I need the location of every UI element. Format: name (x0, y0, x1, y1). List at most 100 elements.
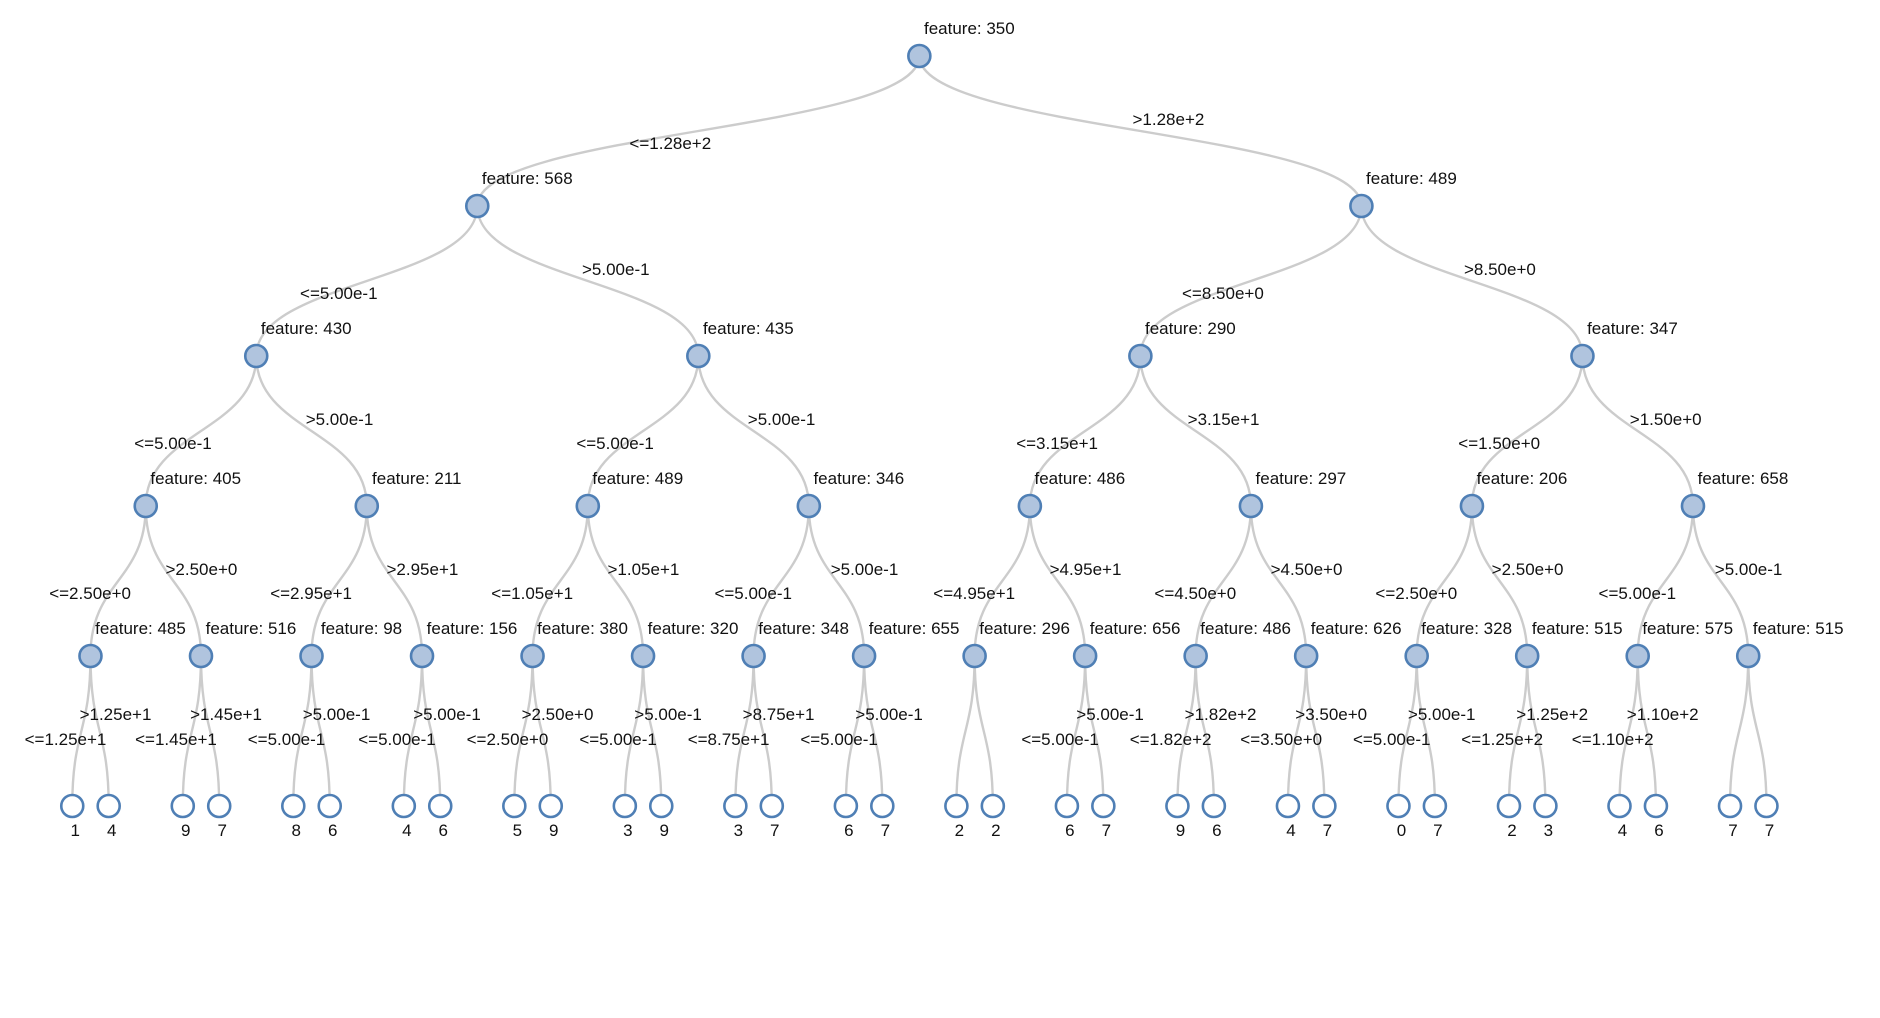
leaf-class-label: 7 (1433, 821, 1442, 840)
edge-label-left: <=5.00e-1 (579, 730, 657, 749)
tree-link (1028, 355, 1142, 507)
node-feature-label: feature: 206 (1477, 469, 1568, 488)
tree-link (1139, 205, 1363, 357)
tree-link (292, 655, 313, 807)
leaf-node (1496, 793, 1522, 819)
tree-link (1728, 655, 1750, 807)
leaf-node (1386, 793, 1411, 819)
split-node (851, 643, 877, 669)
leaf-node (833, 793, 859, 819)
leaf-class-label: 2 (955, 821, 964, 840)
node-feature-label: feature: 320 (648, 619, 739, 638)
leaf-node (538, 793, 564, 819)
edge-labels: <=1.28e+2<=5.00e-1<=5.00e-1<=2.50e+0<=1.… (25, 110, 1783, 749)
leaf-node (502, 793, 527, 819)
split-node (1404, 643, 1429, 669)
tree-link (1526, 655, 1547, 807)
tree-link (1415, 655, 1437, 807)
tree-link (1286, 655, 1308, 807)
edge-label-right: >5.00e-1 (413, 705, 481, 724)
node-feature-label: feature: 156 (427, 619, 518, 638)
split-node (1183, 643, 1208, 669)
node-feature-label: feature: 211 (372, 469, 461, 488)
split-node (1293, 643, 1319, 669)
leaf-class-label: 4 (402, 821, 411, 840)
edge-label-right: >5.00e-1 (634, 705, 702, 724)
tree-link (402, 655, 424, 807)
node-feature-label: feature: 656 (1090, 619, 1181, 638)
leaf-class-label: 9 (181, 821, 190, 840)
leaf-node (1165, 793, 1190, 819)
split-node (464, 193, 490, 219)
split-node (299, 643, 324, 669)
leaf-node (317, 793, 343, 819)
edge-label-left: <=5.00e-1 (576, 434, 654, 453)
tree-link (310, 505, 368, 657)
split-node (1735, 643, 1761, 669)
node-feature-label: feature: 568 (482, 169, 573, 188)
tree-link (973, 505, 1032, 657)
node-feature-label: feature: 350 (924, 19, 1015, 38)
tree-link (1194, 655, 1216, 807)
leaf-node (723, 793, 748, 819)
tree-link (1360, 205, 1584, 357)
tree-link (623, 655, 645, 807)
leaf-class-label: 6 (844, 821, 853, 840)
edge-label-left: <=5.00e-1 (1021, 730, 1099, 749)
tree-link (1470, 355, 1584, 507)
leaf-class-label: 9 (549, 821, 558, 840)
edge-label-left: <=5.00e-1 (300, 284, 378, 303)
leaf-class-label: 7 (217, 821, 226, 840)
split-node (1017, 493, 1043, 519)
node-feature-label: feature: 328 (1421, 619, 1512, 638)
node-feature-label: feature: 485 (95, 619, 186, 638)
edge-label-right: >5.00e-1 (1076, 705, 1144, 724)
tree-link (955, 655, 976, 807)
leaf-node (648, 793, 674, 819)
tree-link (181, 655, 203, 807)
tree-link (1028, 505, 1087, 657)
edge-label-left: <=1.45e+1 (135, 730, 217, 749)
tree-link (420, 655, 442, 807)
split-node (1072, 643, 1098, 669)
tree-link (752, 655, 773, 807)
node-feature-label: feature: 296 (979, 619, 1070, 638)
edge-label-left: <=3.15e+1 (1016, 434, 1098, 453)
split-node (1349, 193, 1374, 219)
node-feature-label: feature: 347 (1587, 319, 1678, 338)
split-node (575, 493, 601, 519)
tree-link (1507, 655, 1529, 807)
edge-label-right: >1.25e+2 (1516, 705, 1588, 724)
tree-link (1083, 655, 1105, 807)
split-node (354, 493, 380, 519)
tree-nodes (59, 43, 1779, 819)
node-feature-label: feature: 655 (869, 619, 960, 638)
edge-label-left: <=1.82e+2 (1130, 730, 1212, 749)
edge-label-left: <=2.95e+1 (270, 584, 352, 603)
split-node (1680, 493, 1706, 519)
node-feature-label: feature: 380 (537, 619, 628, 638)
edge-label-left: <=8.75e+1 (688, 730, 770, 749)
leaf-node (96, 793, 121, 819)
edge-label-right: >2.95e+1 (386, 560, 458, 579)
split-node (1570, 343, 1595, 369)
tree-link (1618, 655, 1639, 807)
tree-link (1415, 505, 1474, 657)
tree-link (641, 655, 663, 807)
tree-link (1304, 655, 1326, 807)
edge-label-left: <=2.50e+0 (467, 730, 549, 749)
edge-label-left: <=1.05e+1 (491, 584, 573, 603)
node-feature-label: feature: 430 (261, 319, 352, 338)
edge-label-left: <=8.50e+0 (1182, 284, 1264, 303)
edge-label-right: >5.00e-1 (582, 260, 650, 279)
tree-link (255, 355, 368, 507)
edge-label-left: <=5.00e-1 (714, 584, 792, 603)
node-feature-label: feature: 486 (1200, 619, 1291, 638)
leaf-node (1422, 793, 1448, 819)
tree-link (973, 655, 995, 807)
leaf-node (759, 793, 785, 819)
node-feature-label: feature: 516 (206, 619, 297, 638)
edge-label-right: >8.75e+1 (743, 705, 815, 724)
leaf-node (1717, 793, 1743, 819)
